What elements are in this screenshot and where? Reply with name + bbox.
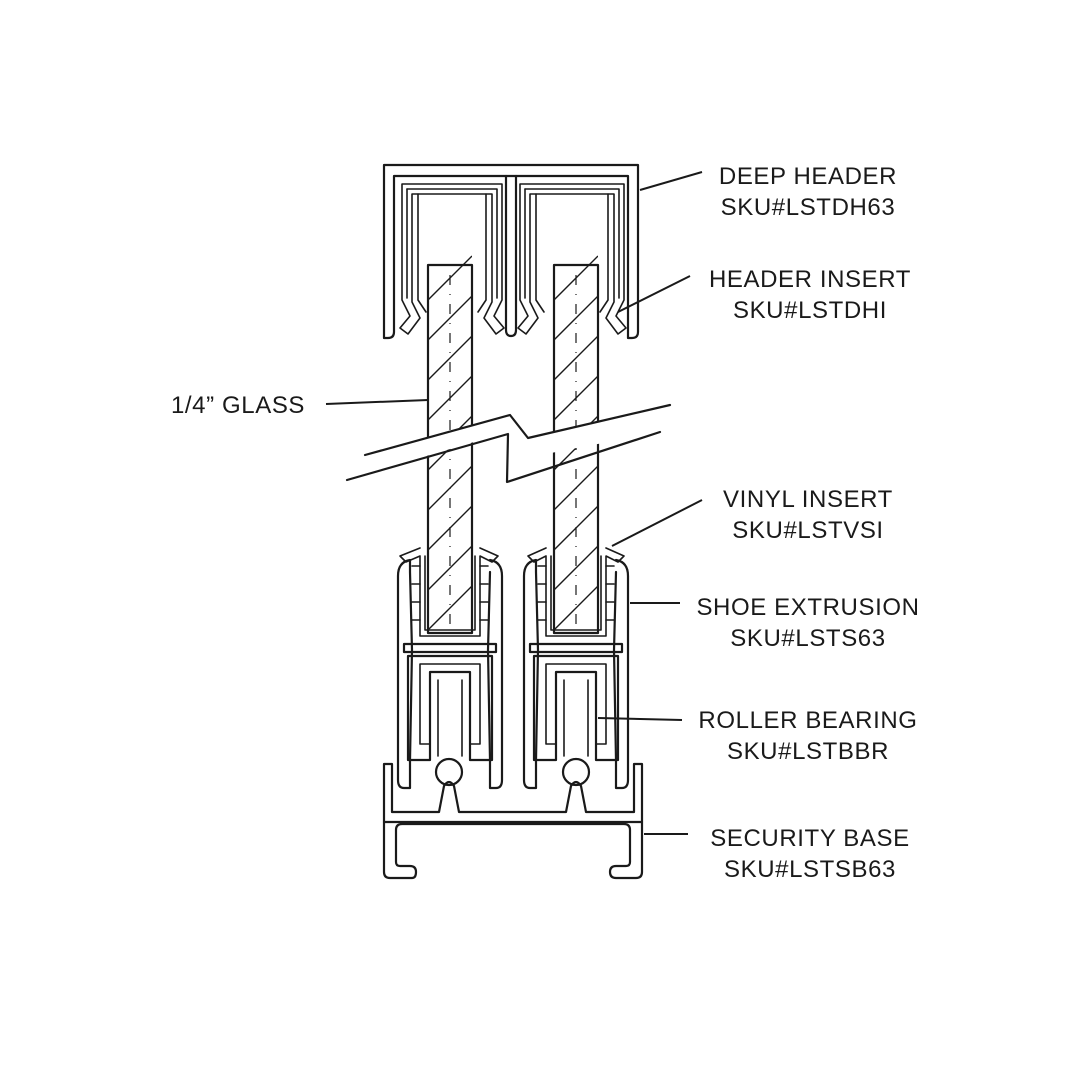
label-vinyl-insert: VINYL INSERT xyxy=(723,486,893,513)
shoe-extrusion xyxy=(396,558,630,790)
label-roller-bearing-sku: SKU#LSTBBR xyxy=(727,738,889,765)
label-header-insert: HEADER INSERT xyxy=(709,266,911,293)
label-security-base-sku: SKU#LSTSB63 xyxy=(724,856,896,883)
vinyl-insert xyxy=(399,547,625,637)
leader-header-insert xyxy=(617,275,691,313)
label-glass: 1/4” GLASS xyxy=(171,392,305,419)
leader-roller-bearing xyxy=(597,717,683,721)
roller-bearing xyxy=(419,663,607,787)
label-shoe-extrusion: SHOE EXTRUSION xyxy=(696,594,919,621)
label-deep-header: DEEP HEADER xyxy=(719,163,897,190)
header-insert xyxy=(399,183,627,335)
leader-glass xyxy=(325,399,429,405)
leader-deep-header xyxy=(639,171,703,191)
labels: DEEP HEADER SKU#LSTDH63 HEADER INSERT SK… xyxy=(171,163,919,883)
label-header-insert-sku: SKU#LSTDHI xyxy=(733,297,887,324)
leader-lines xyxy=(325,171,703,835)
break-lines xyxy=(345,403,672,484)
label-shoe-extrusion-sku: SKU#LSTS63 xyxy=(730,625,885,652)
label-roller-bearing: ROLLER BEARING xyxy=(698,707,917,734)
label-security-base: SECURITY BASE xyxy=(710,825,909,852)
label-deep-header-sku: SKU#LSTDH63 xyxy=(721,194,896,221)
security-base xyxy=(382,762,644,880)
label-vinyl-insert-sku: SKU#LSTVSI xyxy=(732,517,883,544)
leader-vinyl-insert xyxy=(611,499,703,547)
deep-header xyxy=(382,163,640,340)
